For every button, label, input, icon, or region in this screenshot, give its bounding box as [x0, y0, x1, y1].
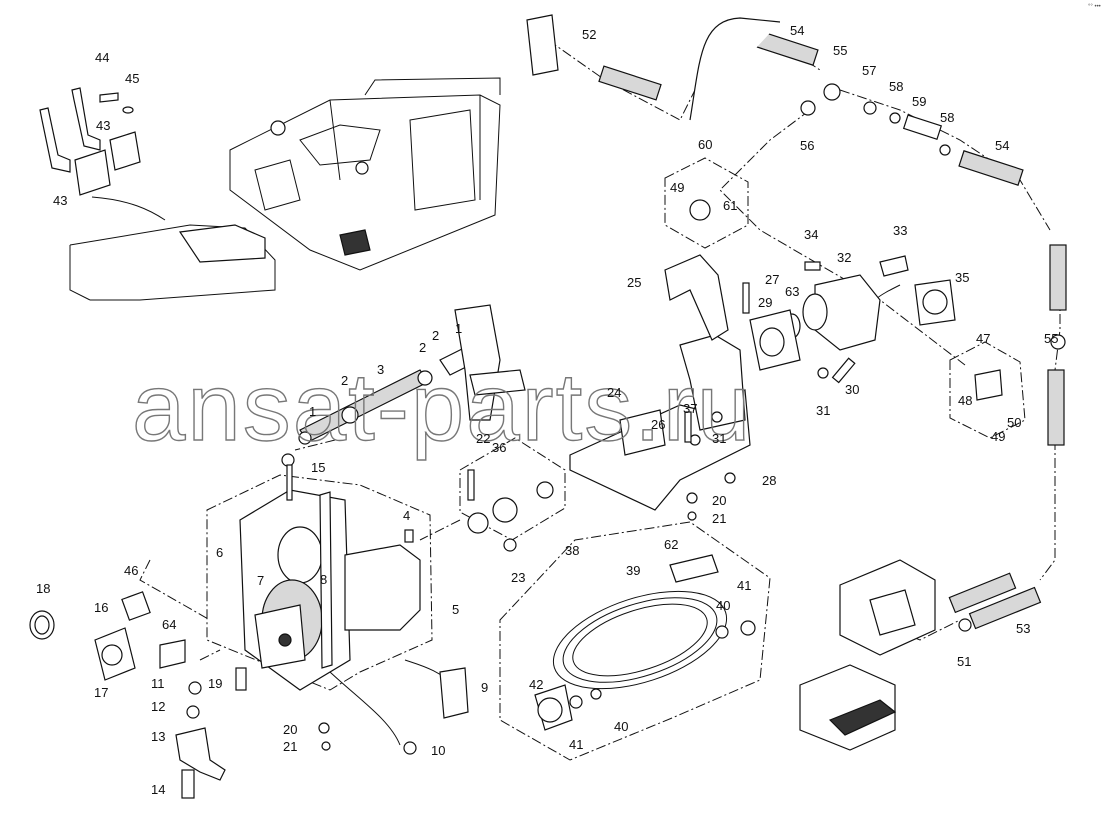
- callout-label: 49: [991, 429, 1005, 444]
- callout-label: 60: [698, 137, 712, 152]
- callout-label: 9: [481, 680, 488, 695]
- callout-label: 20: [283, 722, 297, 737]
- callout-label: 52: [582, 27, 596, 42]
- pipe-assembly-43: [39, 87, 141, 196]
- callout-label: 59: [912, 94, 926, 109]
- outline-hose-group: [499, 521, 771, 761]
- callout-label: 3: [377, 362, 384, 377]
- callout-label: 61: [723, 198, 737, 213]
- machine-frame: [69, 77, 501, 301]
- callout-label: 29: [758, 295, 772, 310]
- callout-label: 8: [320, 572, 327, 587]
- callout-label: 44: [95, 50, 109, 65]
- callout-label: 2: [432, 328, 439, 343]
- callout-label: 1: [455, 321, 462, 336]
- callout-label: 41: [569, 737, 583, 752]
- callout-label: 37: [683, 401, 697, 416]
- outline-pump-group: [206, 474, 433, 691]
- callout-label: 10: [431, 743, 445, 758]
- callout-label: 6: [216, 545, 223, 560]
- callout-label: 54: [790, 23, 804, 38]
- watermark: ansat-parts.ru: [132, 354, 752, 461]
- callout-label: 21: [283, 739, 297, 754]
- hose-coil: [534, 554, 756, 731]
- callout-label: 26: [651, 417, 665, 432]
- callout-label: 18: [36, 581, 50, 596]
- callout-label: 32: [837, 250, 851, 265]
- pump-housing: [239, 489, 421, 691]
- callout-label: 49: [670, 180, 684, 195]
- callout-label: 28: [762, 473, 776, 488]
- callout-label: 38: [565, 543, 579, 558]
- gear-pump: [749, 255, 956, 371]
- outline-flange-group: [664, 157, 749, 249]
- callout-label: 53: [1016, 621, 1030, 636]
- callout-label: 22: [476, 431, 490, 446]
- callout-label: 43: [53, 193, 67, 208]
- group-outlines: [206, 157, 1026, 761]
- callout-label: 14: [151, 782, 165, 797]
- callout-label: 47: [976, 331, 990, 346]
- outline-bracket-group: [949, 341, 1026, 439]
- callout-label: 54: [995, 138, 1009, 153]
- callout-label: 21: [712, 511, 726, 526]
- valve-blocks: [799, 559, 1042, 751]
- callout-labels: 1 1 2 2 2 3 4 5 6 7 8 9 10 11 12 13 14 1…: [36, 23, 1058, 797]
- callout-label: 31: [712, 431, 726, 446]
- callout-label: 35: [955, 270, 969, 285]
- callout-label: 30: [845, 382, 859, 397]
- callout-label: 45: [125, 71, 139, 86]
- callout-label: 27: [765, 272, 779, 287]
- callout-label: 31: [816, 403, 830, 418]
- callout-label: 1: [309, 404, 316, 419]
- callout-label: 51: [957, 654, 971, 669]
- callout-label: 12: [151, 699, 165, 714]
- drive-shaft: [298, 304, 526, 445]
- callout-label: 34: [804, 227, 818, 242]
- callout-label: 40: [614, 719, 628, 734]
- callout-label: 11: [151, 676, 165, 691]
- callout-label: 50: [1007, 415, 1021, 430]
- callout-label: 55: [833, 43, 847, 58]
- callout-label: 23: [511, 570, 525, 585]
- callout-label: 36: [492, 440, 506, 455]
- callout-label: 62: [664, 537, 678, 552]
- corner-mark: °° •••: [1088, 4, 1101, 10]
- callout-label: 48: [958, 393, 972, 408]
- callout-label: 40: [716, 598, 730, 613]
- callout-label: 15: [311, 460, 325, 475]
- callout-label: 4: [403, 508, 410, 523]
- mounting-bracket: [569, 254, 751, 511]
- callout-label: 16: [94, 600, 108, 615]
- outline-coupling-group: [459, 437, 566, 541]
- callout-label: 58: [940, 110, 954, 125]
- callout-label: 39: [626, 563, 640, 578]
- hose-lines: [526, 14, 1067, 446]
- callout-label: 20: [712, 493, 726, 508]
- misc-parts: [29, 199, 1003, 799]
- callout-label: 17: [94, 685, 108, 700]
- callout-label: 2: [419, 340, 426, 355]
- callout-label: 43: [96, 118, 110, 133]
- callout-label: 55: [1044, 331, 1058, 346]
- callout-label: 57: [862, 63, 876, 78]
- callout-label: 56: [800, 138, 814, 153]
- callout-label: 41: [737, 578, 751, 593]
- callout-label: 64: [162, 617, 176, 632]
- callout-label: 58: [889, 79, 903, 94]
- callout-label: 33: [893, 223, 907, 238]
- callout-label: 2: [341, 373, 348, 388]
- callout-label: 19: [208, 676, 222, 691]
- callout-label: 42: [529, 677, 543, 692]
- callout-label: 46: [124, 563, 138, 578]
- callout-label: 5: [452, 602, 459, 617]
- callout-label: 24: [607, 385, 621, 400]
- callout-label: 13: [151, 729, 165, 744]
- callout-label: 7: [257, 573, 264, 588]
- callout-label: 63: [785, 284, 799, 299]
- callout-label: 25: [627, 275, 641, 290]
